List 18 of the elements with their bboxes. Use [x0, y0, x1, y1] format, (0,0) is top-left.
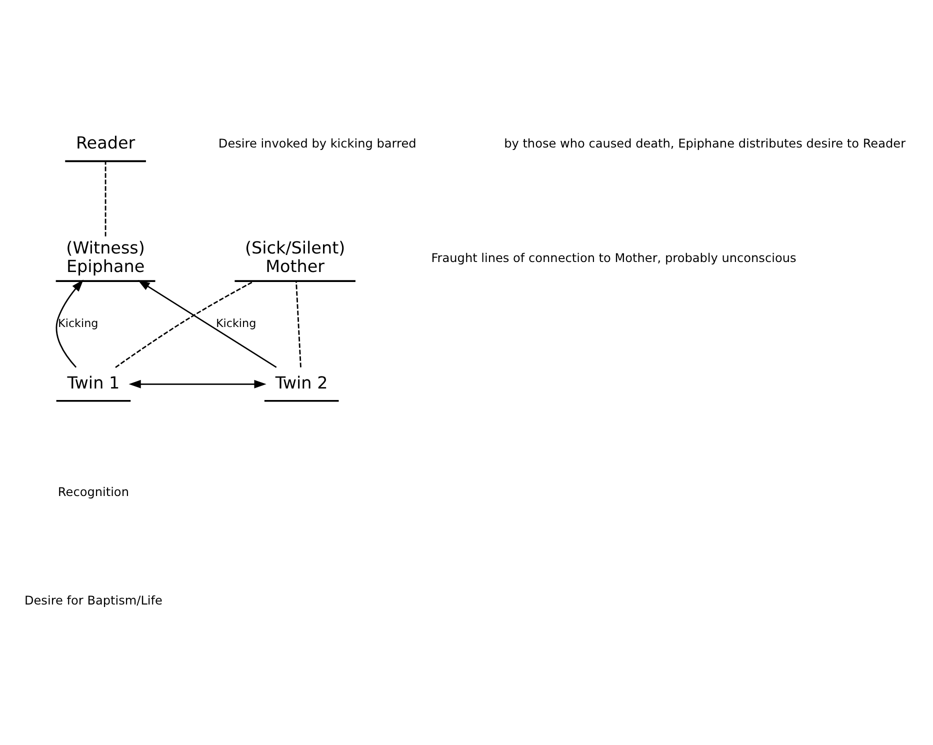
connector [104, 160, 106, 236]
edge-label: Kicking [216, 316, 256, 330]
node-text: (Sick/Silent) Mother [245, 237, 346, 276]
label: Fraught lines of connection to Mother, probably unconscious [431, 250, 796, 264]
node-text: Reader [76, 132, 136, 152]
label: Recognition [58, 484, 129, 499]
arrow [138, 279, 277, 368]
connector [296, 280, 302, 367]
arrow [56, 279, 84, 368]
node-text: (Witness) Epiphane [66, 237, 145, 276]
node-text: Twin 1 [67, 372, 120, 392]
label: by those who caused death, Epiphane distributes desire to Reader [504, 136, 906, 150]
connector [115, 280, 255, 368]
label: Desire invoked by kicking barred [218, 136, 416, 150]
arrow [128, 379, 266, 388]
label: Desire for Baptism/Life [24, 593, 162, 608]
node-text: Twin 2 [275, 372, 328, 392]
edge-label: Kicking [58, 316, 98, 330]
